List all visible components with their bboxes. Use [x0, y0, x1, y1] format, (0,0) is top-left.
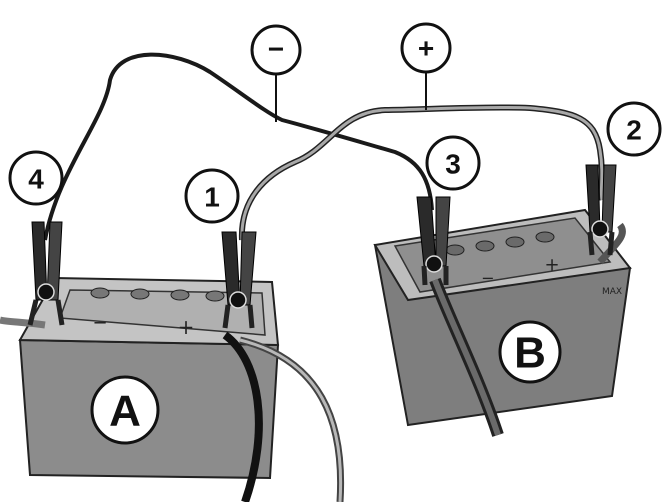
- battery-a: − + A: [18, 276, 280, 480]
- battery-a-callout: [90, 375, 160, 445]
- battery-b-plus-mark: +: [544, 255, 559, 276]
- positive-callout: [400, 22, 452, 74]
- clamp-3-label: 3: [445, 149, 461, 180]
- battery-b-brand: MAX: [602, 287, 622, 297]
- clamp-1-label: 1: [204, 182, 220, 213]
- clamp-4-label: 4: [28, 164, 44, 195]
- battery-a-label: A: [109, 387, 141, 436]
- negative-jumper-cable: [43, 52, 434, 241]
- battery-a-positive-lead-red-inner: [239, 338, 343, 502]
- battery-a-negative-lead: [0, 316, 46, 329]
- positive-sign: +: [418, 33, 434, 64]
- clamp-4-callout: [8, 150, 64, 206]
- clamp-2-label: 2: [626, 115, 642, 146]
- clamp-2: [585, 164, 617, 256]
- positive-jumper-cable-core: [240, 105, 604, 241]
- clamp-1-callout: [184, 168, 240, 224]
- negative-callout: [250, 24, 302, 76]
- battery-a-minus-mark: −: [92, 313, 107, 334]
- battery-b-minus-mark: −: [481, 269, 494, 288]
- battery-a-plus-mark: +: [178, 315, 195, 339]
- battery-b-negative-lead-inner: [432, 278, 501, 436]
- battery-b-label: B: [514, 329, 546, 378]
- clamp-2-callout: [606, 101, 662, 157]
- battery-b-lid: [393, 217, 612, 293]
- clamp-4: [27, 221, 65, 326]
- clamp-3: [416, 196, 451, 286]
- clamp-1: [221, 231, 257, 329]
- negative-sign: −: [268, 34, 284, 65]
- battery-b-callout: [498, 320, 562, 384]
- battery-a-positive-lead-dark: [222, 331, 263, 502]
- clamp-3-callout: [425, 135, 481, 191]
- battery-b-positive-lead: [597, 222, 626, 265]
